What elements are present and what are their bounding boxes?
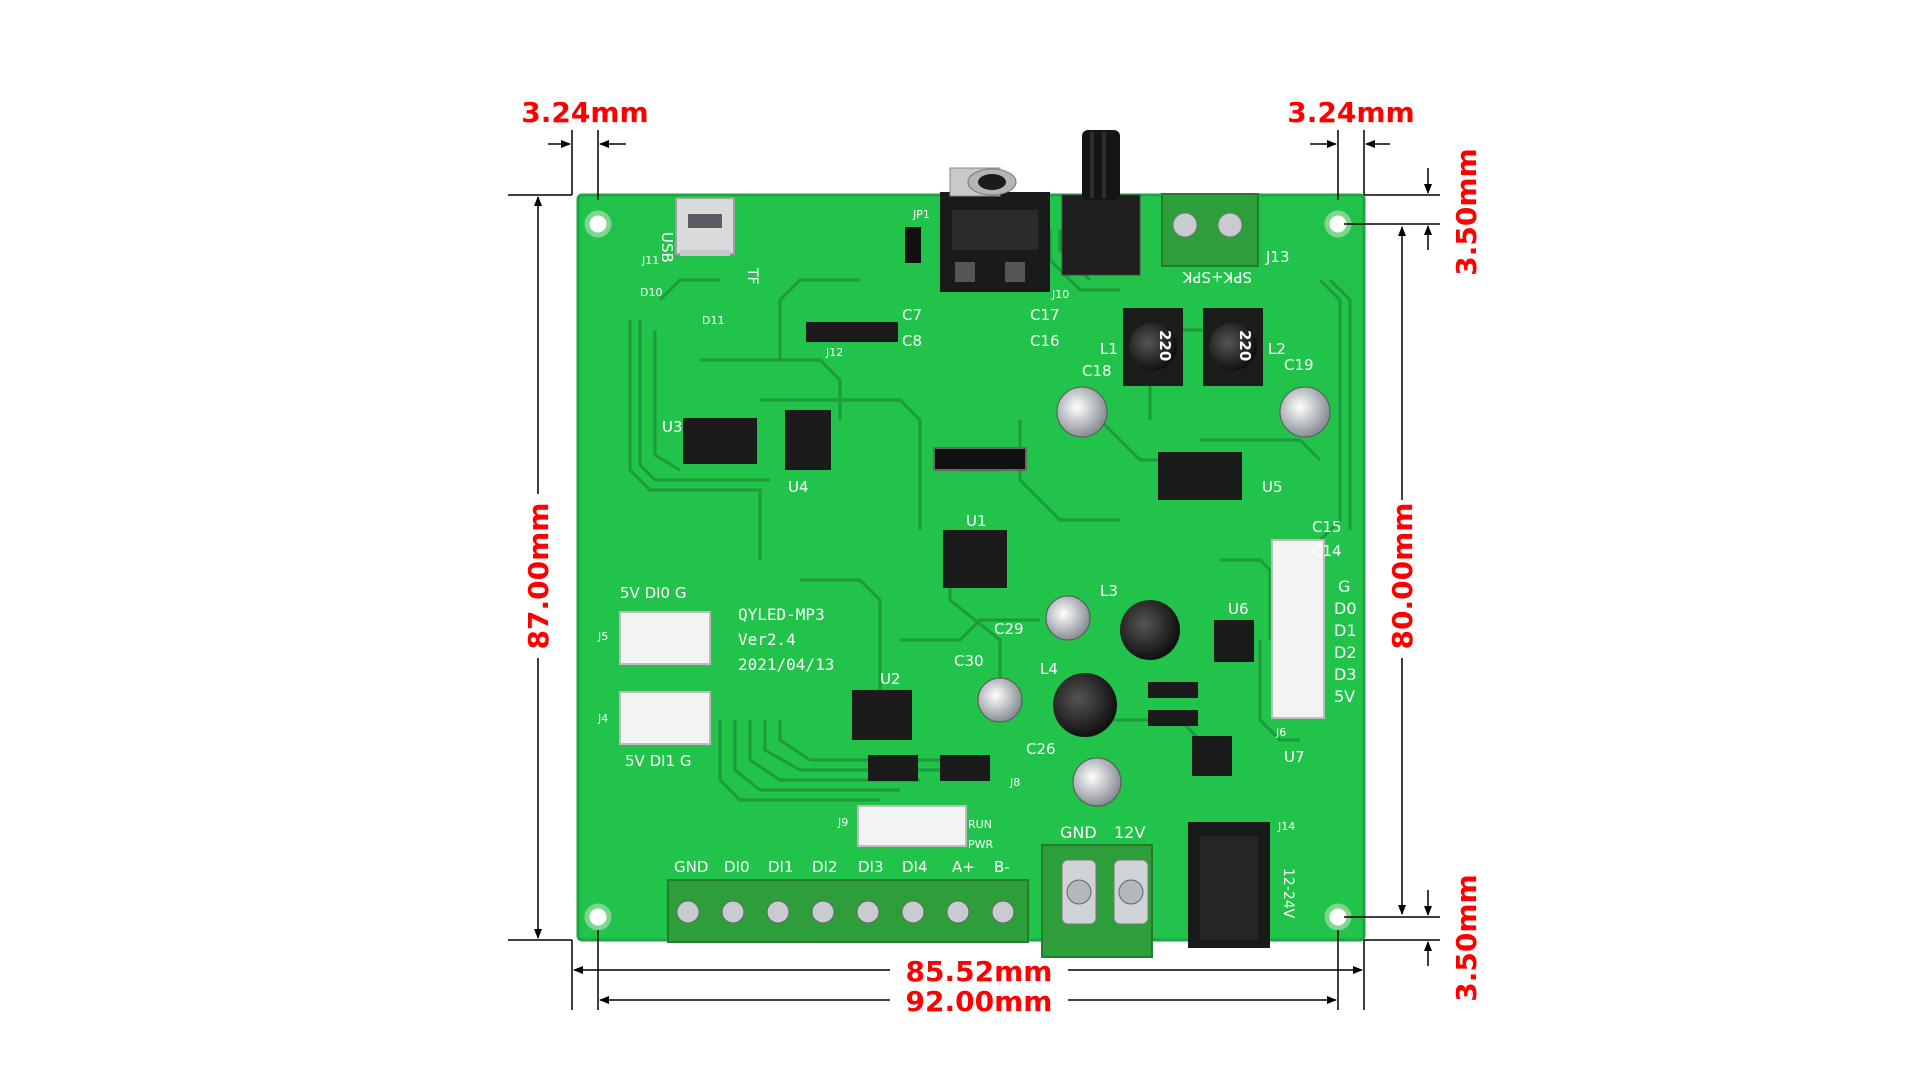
component-label: J5 — [597, 630, 608, 643]
dim-hole-width: 85.52mm — [906, 955, 1053, 988]
component-label: C26 — [1026, 740, 1056, 758]
j4-header-label: 5V DI1 G — [625, 752, 691, 770]
j6-pin-labels: G D0 D1 D2 D3 5V — [1334, 577, 1357, 706]
component-label: RUN — [968, 818, 992, 831]
component-label: J13 — [1265, 248, 1290, 266]
component-label: J12 — [825, 346, 843, 359]
ic-chips — [683, 227, 1254, 781]
component-label: J11 — [641, 254, 659, 267]
audio-jack — [940, 167, 1050, 292]
dim-right-top-offset: 3.50mm — [1450, 148, 1483, 275]
component-label: C29 — [994, 620, 1024, 638]
component-label: C19 — [1284, 356, 1314, 374]
terminal-label: DI4 — [902, 858, 928, 876]
jst-headers — [619, 539, 1325, 847]
inductor-marking-l2: 220 — [1236, 330, 1254, 361]
terminal-label: DI2 — [812, 858, 838, 876]
header-j4 — [619, 691, 711, 745]
component-label: PWR — [968, 838, 994, 851]
terminal-block-signal — [667, 879, 1029, 943]
component-label: U7 — [1284, 748, 1305, 766]
board-version: Ver2.4 — [738, 630, 796, 649]
terminal-label: B- — [994, 858, 1010, 876]
component-label: C15 — [1312, 518, 1342, 536]
dimension-lines — [508, 130, 1440, 1010]
potentiometer-knob — [1061, 130, 1141, 276]
component-label: C30 — [954, 652, 984, 670]
power-terminal-label-gnd: GND — [1060, 823, 1097, 842]
power-terminal-label-12v: 12V — [1114, 823, 1145, 842]
component-label: U6 — [1228, 600, 1249, 618]
component-label: J10 — [1051, 288, 1069, 301]
header-j5 — [619, 611, 711, 665]
electrolytic-capacitors — [977, 386, 1331, 807]
component-label: C16 — [1030, 332, 1060, 350]
terminal-label: GND — [674, 858, 708, 876]
j5-header-label: 5V DI0 G — [620, 584, 686, 602]
component-label: L2 — [1268, 340, 1286, 358]
component-label: J8 — [1009, 776, 1020, 789]
j6-pin-label: G — [1338, 577, 1350, 596]
dim-total-width: 92.00mm — [906, 985, 1053, 1018]
component-label: U2 — [880, 670, 901, 688]
usb-label: USB — [658, 232, 676, 263]
header-j6 — [1271, 539, 1325, 719]
component-label: L3 — [1100, 582, 1118, 600]
inductor-marking-l1: 220 — [1156, 330, 1174, 361]
dim-total-height: 87.00mm — [522, 503, 555, 650]
j6-pin-label: 5V — [1334, 687, 1355, 706]
pcb-board: USB TF SPK+SPK — [576, 130, 1366, 958]
component-label: U4 — [788, 478, 809, 496]
component-label: U1 — [966, 512, 987, 530]
dim-top-right-offset: 3.24mm — [1287, 96, 1414, 129]
component-label: J9 — [837, 816, 848, 829]
component-label: C8 — [902, 332, 922, 350]
component-label: C17 — [1030, 306, 1060, 324]
component-label: J6 — [1275, 726, 1286, 739]
header-j9 — [857, 805, 967, 847]
terminal-label: DI3 — [858, 858, 884, 876]
component-label: J14 — [1277, 820, 1295, 833]
dimension-labels: 3.24mm 3.24mm 3.50mm 3.50mm 87.00mm 80.0… — [521, 96, 1483, 1018]
power-range-label: 12-24V — [1280, 868, 1296, 919]
spk-label: SPK+SPK — [1181, 268, 1252, 286]
board-name: QYLED-MP3 — [738, 605, 825, 624]
terminal-label: A+ — [952, 858, 975, 876]
component-label: L1 — [1100, 340, 1118, 358]
dc-power-jack — [1188, 822, 1270, 948]
mounting-hole-top-left — [584, 210, 612, 238]
terminal-label: DI1 — [768, 858, 794, 876]
component-label: U5 — [1262, 478, 1283, 496]
component-label: J4 — [597, 712, 608, 725]
speaker-terminal-j13 — [1161, 193, 1259, 267]
component-label: L4 — [1040, 660, 1058, 678]
component-label: C18 — [1082, 362, 1112, 380]
component-label: C7 — [902, 306, 922, 324]
j6-pin-label: D0 — [1334, 599, 1357, 618]
component-label: D10 — [640, 286, 662, 299]
j6-pin-label: D3 — [1334, 665, 1357, 684]
component-label: C14 — [1312, 542, 1342, 560]
board-date: 2021/04/13 — [738, 655, 834, 674]
usb-connector — [675, 197, 735, 256]
terminal-label: DI0 — [724, 858, 750, 876]
component-designators: J11 D10 D11 J12 JP1 J10 J13 U3 U4 U1 U2 … — [597, 208, 1342, 851]
dim-right-bottom-offset: 3.50mm — [1450, 874, 1483, 1001]
component-label: JP1 — [912, 208, 930, 221]
j6-pin-label: D1 — [1334, 621, 1357, 640]
component-label: U3 — [662, 418, 683, 436]
j6-pin-label: D2 — [1334, 643, 1357, 662]
terminal-block-power — [1041, 844, 1153, 958]
mounting-hole-bottom-left — [584, 903, 612, 931]
component-label: D11 — [702, 314, 724, 327]
inductors — [1053, 308, 1263, 737]
dim-top-left-offset: 3.24mm — [521, 96, 648, 129]
terminal-labels: GND DI0 DI1 DI2 DI3 DI4 A+ B- — [674, 858, 1010, 876]
dim-hole-height: 80.00mm — [1386, 503, 1419, 650]
tf-label: TF — [744, 267, 760, 285]
